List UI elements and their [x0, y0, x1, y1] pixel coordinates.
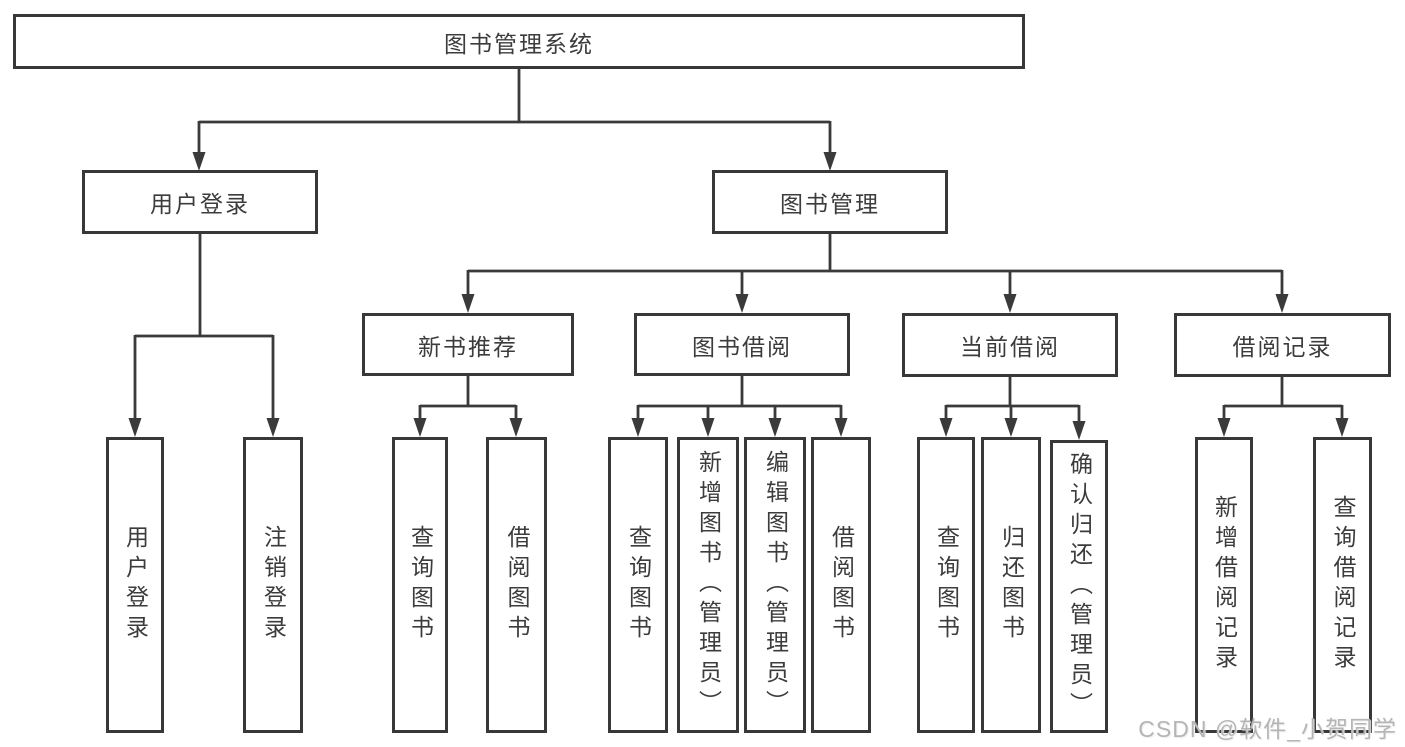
connector-path	[133, 69, 1344, 423]
arrowhead-icon	[1072, 421, 1086, 440]
leaf-return-books: 归还图书	[981, 437, 1041, 733]
leaf-borrow-books: 借阅图书	[486, 437, 547, 733]
arrowhead-icon	[1335, 418, 1349, 437]
arrowhead-icon	[768, 418, 782, 437]
leaf-confirm-return-admin: 确认归还（管理员）	[1050, 440, 1108, 733]
arrowhead-icon	[823, 152, 837, 171]
node-current-borrowing: 当前借阅	[902, 313, 1118, 377]
node-new-book-recommendation: 新书推荐	[362, 313, 574, 376]
leaf-user-login: 用户登录	[106, 437, 164, 733]
leaf-edit-books-admin: 编辑图书（管理员）	[744, 437, 806, 733]
node-book-borrowing: 图书借阅	[634, 313, 850, 376]
leaf-add-borrow-record: 新增借阅记录	[1195, 437, 1253, 733]
arrowhead-icon	[192, 152, 206, 171]
leaf-query-books: 查询图书	[392, 437, 448, 733]
arrowhead-icon	[1217, 418, 1231, 437]
leaf-query-borrow-record: 查询借阅记录	[1313, 437, 1372, 733]
arrowhead-icon	[735, 294, 749, 313]
arrowhead-icon	[461, 294, 475, 313]
arrowhead-icon	[939, 418, 953, 437]
arrowhead-icon	[266, 418, 280, 437]
leaf-borrow-books: 借阅图书	[811, 437, 871, 733]
arrowhead-icon	[834, 418, 848, 437]
arrowhead-icon	[1275, 294, 1289, 313]
leaf-logout: 注销登录	[243, 437, 303, 733]
node-book-management: 图书管理	[712, 170, 948, 234]
arrowhead-icon	[1004, 418, 1018, 437]
arrowhead-icon	[631, 418, 645, 437]
leaf-query-books: 查询图书	[917, 437, 975, 733]
csdn-watermark: CSDN @软件_小贺同学	[1138, 716, 1397, 742]
leaf-add-books-admin: 新增图书（管理员）	[677, 437, 739, 733]
node-borrowing-records: 借阅记录	[1174, 313, 1391, 377]
node-library-management-system: 图书管理系统	[13, 14, 1025, 69]
arrowhead-icon	[128, 418, 142, 437]
leaf-query-books: 查询图书	[608, 437, 668, 733]
arrowhead-icon	[701, 418, 715, 437]
arrowhead-icon	[413, 418, 427, 437]
node-user-login: 用户登录	[82, 170, 318, 234]
arrowhead-icon	[1003, 294, 1017, 313]
arrowhead-icon	[509, 418, 523, 437]
